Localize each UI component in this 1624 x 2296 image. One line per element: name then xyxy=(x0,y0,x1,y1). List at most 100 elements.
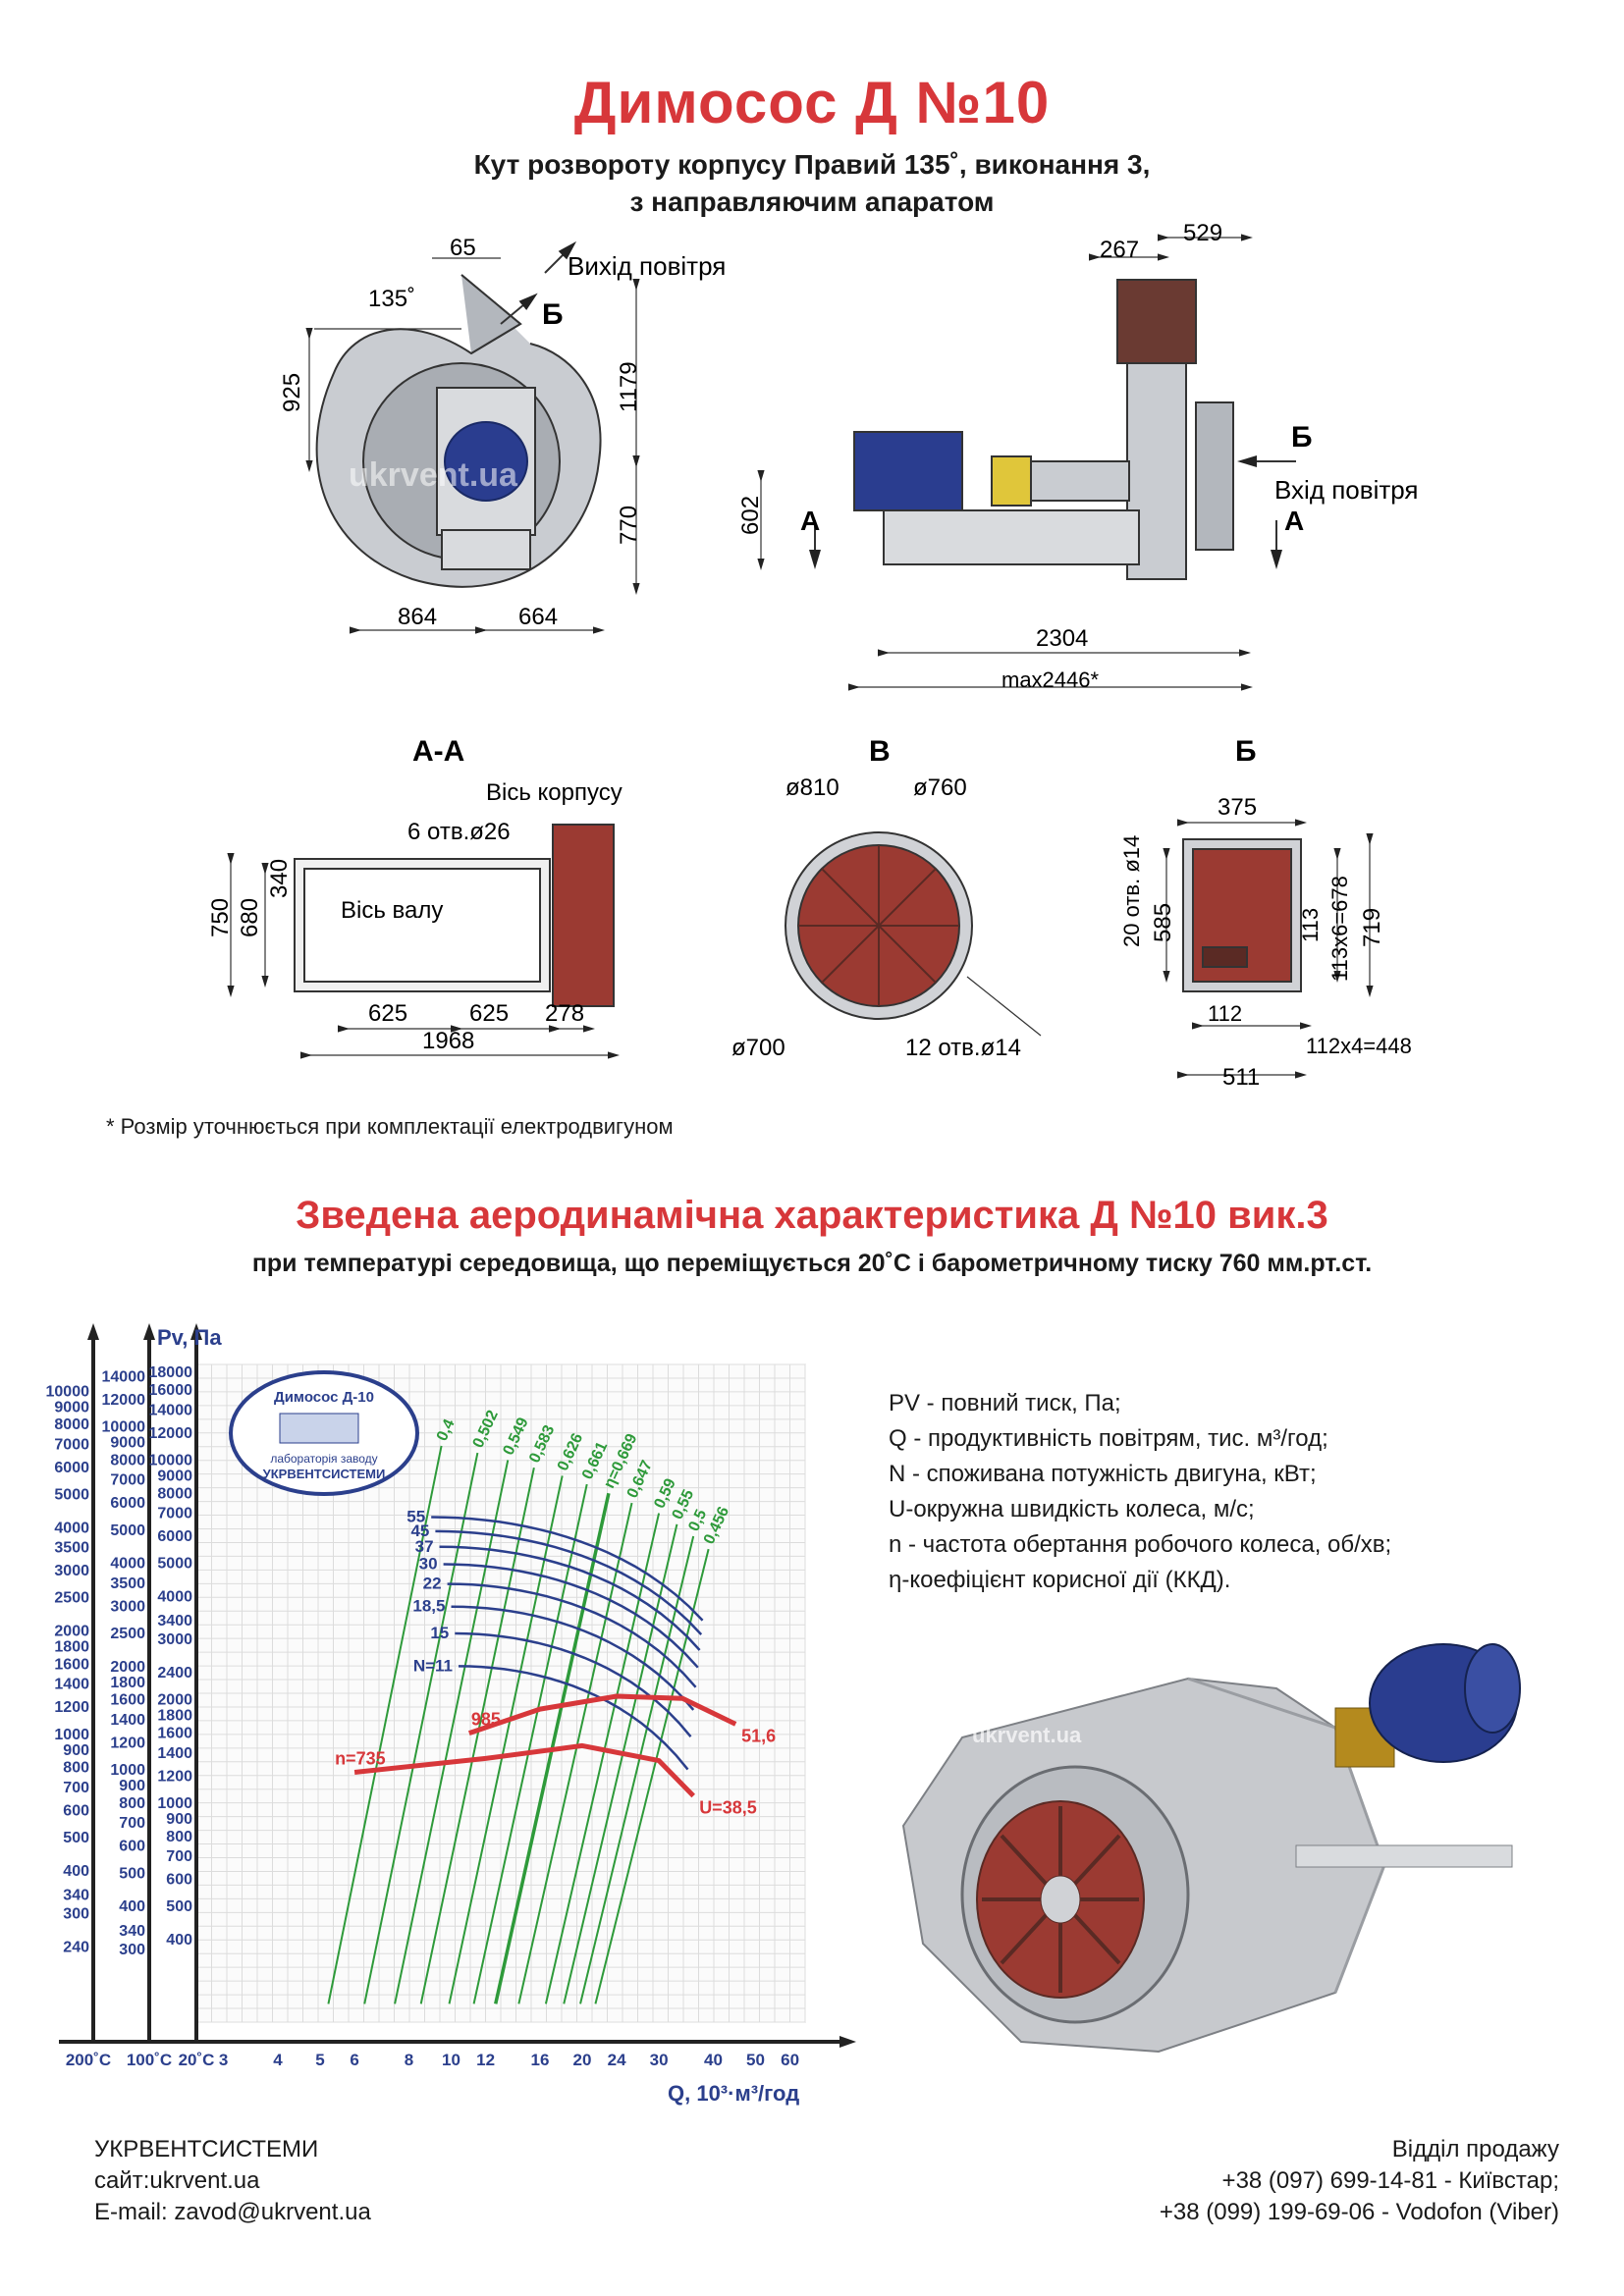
y-tick-label: 8000 xyxy=(54,1416,89,1433)
x-tick-label: 60 xyxy=(781,2051,799,2069)
y-tick-label: 900 xyxy=(166,1811,192,1828)
x-axis-arrow xyxy=(839,2036,856,2048)
d810-label: ø810 xyxy=(785,774,839,801)
y-tick-label: 10000 xyxy=(102,1419,146,1436)
x-tick-label: 24 xyxy=(608,2051,626,2069)
x-tick-label: 16 xyxy=(531,2051,550,2069)
y-tick-label: 8000 xyxy=(157,1485,192,1502)
label-a-left: А xyxy=(800,506,820,536)
power-curve xyxy=(439,1545,701,1651)
y-tick-label: 6000 xyxy=(54,1460,89,1476)
y-axis-arrow xyxy=(87,1323,99,1340)
page-subtitle-2: з направляючим апаратом xyxy=(629,187,995,217)
technical-drawings: 65 Вихід повітря 135˚ Б 925 1179 770 864… xyxy=(207,220,1419,1091)
dim-267: 267 xyxy=(1100,237,1139,263)
power-curve xyxy=(431,1516,704,1622)
y-tick-label: 1800 xyxy=(157,1708,192,1725)
y-tick-label: 2000 xyxy=(110,1659,145,1676)
y-tick-label: 3000 xyxy=(54,1563,89,1579)
y-tick-label: 7000 xyxy=(54,1436,89,1453)
dim-585: 585 xyxy=(1150,903,1176,942)
y-tick-label: 16000 xyxy=(149,1382,193,1399)
section-aa-drawing xyxy=(227,824,620,1059)
render-watermark: ukrvent.ua xyxy=(972,1723,1082,1747)
efficiency-line xyxy=(327,1445,443,2004)
fan-render: ukrvent.ua xyxy=(901,1643,1521,2054)
holes-aa-label: 6 отв.ø26 xyxy=(407,819,511,845)
power-curve xyxy=(447,1582,697,1688)
email-link[interactable]: E-mail: zavod@ukrvent.ua xyxy=(94,2199,371,2225)
y-tick-label: 1800 xyxy=(54,1639,89,1656)
speed-end-label: U=38,5 xyxy=(699,1798,757,1818)
side-view-drawing xyxy=(757,234,1296,691)
footnote: * Розмір уточнюється при комплектації ел… xyxy=(106,1114,674,1139)
legend-item: N - споживана потужність двигуна, кВт; xyxy=(889,1461,1317,1487)
y-tick-label: 14000 xyxy=(102,1368,146,1385)
y-tick-label: 1200 xyxy=(110,1735,145,1751)
dim-112x4: 112х4=448 xyxy=(1306,1034,1412,1058)
y-tick-label: 10000 xyxy=(46,1383,90,1400)
footer-sales: Відділ продажу +38 (097) 699-14-81 - Киї… xyxy=(1160,2134,1559,2228)
phone-2[interactable]: +38 (099) 199-69-06 - Vodofon (Viber) xyxy=(1159,2199,1559,2225)
legend-item: n - частота обертання робочого колеса, о… xyxy=(889,1531,1392,1558)
power-label: 18,5 xyxy=(412,1597,445,1616)
dim-625-b: 625 xyxy=(469,1000,509,1027)
temp-label: 100˚С xyxy=(127,2051,172,2069)
d700-label: ø700 xyxy=(731,1035,785,1061)
page-subtitle-1: Кут розвороту корпусу Правий 135˚, викон… xyxy=(473,149,1151,180)
site-link[interactable]: сайт:ukrvent.ua xyxy=(94,2167,260,2194)
dim-864: 864 xyxy=(398,604,437,630)
legend-item: Q - продуктивність повітрям, тис. м³/год… xyxy=(889,1425,1328,1452)
y-tick-label: 700 xyxy=(166,1848,192,1865)
y-tick-label: 12000 xyxy=(102,1392,146,1409)
efficiency-line xyxy=(472,1483,588,2004)
x-tick-label: 12 xyxy=(476,2051,495,2069)
y-tick-label: 9000 xyxy=(157,1468,192,1484)
dim-511: 511 xyxy=(1222,1064,1260,1091)
y-tick-label: 1000 xyxy=(157,1795,192,1812)
y-tick-label: 3500 xyxy=(110,1575,145,1592)
dim-529: 529 xyxy=(1183,220,1222,246)
dim-max: max2446* xyxy=(1001,667,1100,692)
x-tick-label: 6 xyxy=(350,2051,358,2069)
y-tick-label: 14000 xyxy=(149,1402,193,1418)
dim-65: 65 xyxy=(450,235,476,261)
x-tick-label: 50 xyxy=(746,2051,765,2069)
y-tick-label: 3000 xyxy=(157,1631,192,1648)
y-axis-title: Pv, Па xyxy=(157,1325,222,1350)
y-tick-label: 900 xyxy=(119,1778,145,1794)
y-tick-label: 800 xyxy=(63,1760,89,1777)
y-tick-label: 2000 xyxy=(157,1692,192,1709)
aero-chart: 1000090008000700060005000400035003000250… xyxy=(46,1323,856,2106)
y-tick-label: 1600 xyxy=(110,1692,145,1709)
phone-1[interactable]: +38 (097) 699-14-81 - Київстар; xyxy=(1221,2167,1559,2194)
y-tick-label: 6000 xyxy=(157,1528,192,1545)
x-tick-label: 20 xyxy=(573,2051,592,2069)
holes-v-label: 12 отв.ø14 xyxy=(905,1035,1021,1061)
holes-b-label: 20 отв. ø14 xyxy=(1119,835,1144,947)
view-v-title: В xyxy=(869,735,891,768)
y-tick-label: 2000 xyxy=(54,1624,89,1640)
y-tick-label: 240 xyxy=(63,1939,89,1955)
speed-label: n=735 xyxy=(335,1749,386,1769)
y-tick-label: 10000 xyxy=(149,1452,193,1468)
d760-label: ø760 xyxy=(913,774,967,801)
y-tick-label: 700 xyxy=(119,1815,145,1832)
legend-block: PV - повний тиск, Па; Q - продуктивність… xyxy=(889,1386,1391,1598)
y-tick-label: 800 xyxy=(119,1795,145,1812)
y-axis-arrow xyxy=(143,1323,155,1340)
y-tick-label: 300 xyxy=(119,1942,145,1958)
power-curve xyxy=(435,1529,703,1635)
dim-719: 719 xyxy=(1359,908,1385,947)
x-tick-label: 8 xyxy=(405,2051,413,2069)
dim-680: 680 xyxy=(237,898,263,937)
y-tick-label: 7000 xyxy=(157,1506,192,1522)
legend-item: U-окружна швидкість колеса, м/с; xyxy=(889,1496,1255,1522)
power-label: 15 xyxy=(430,1624,449,1642)
power-curve xyxy=(443,1563,699,1669)
stamp-text: УКРВЕНТСИСТЕМИ xyxy=(263,1467,386,1481)
speed-end-label: 51,6 xyxy=(741,1726,776,1745)
legend-item: PV - повний тиск, Па; xyxy=(889,1390,1121,1416)
y-tick-label: 1000 xyxy=(110,1762,145,1779)
y-tick-label: 3400 xyxy=(157,1613,192,1629)
